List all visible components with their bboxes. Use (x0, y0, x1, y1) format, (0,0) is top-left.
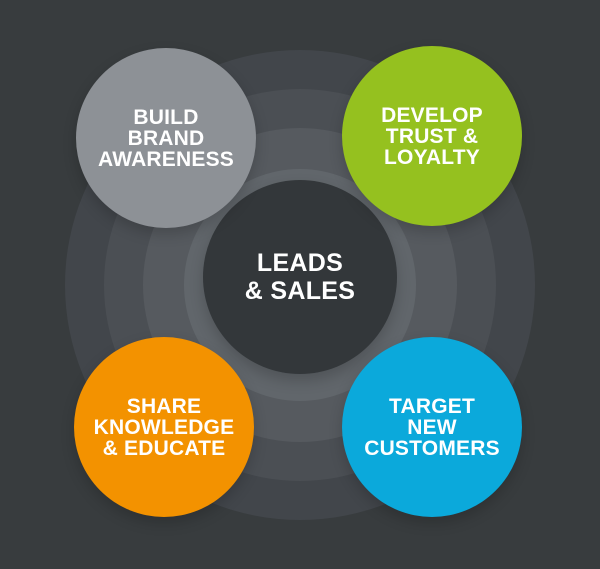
node-label-line: NEW (407, 415, 457, 439)
node-circle-target-new-customers: TARGET NEW CUSTOMERS (342, 337, 522, 517)
node-label-line: LOYALTY (384, 145, 480, 169)
node-label-line: & EDUCATE (102, 436, 226, 460)
hub-label-line: & SALES (244, 277, 356, 305)
hub-label-line: LEADS (256, 249, 344, 277)
node-label-line: SHARE (126, 394, 202, 418)
node-label-line: BUILD (133, 105, 199, 129)
hub-circle-leads-sales: LEADS & SALES (203, 180, 397, 374)
node-circle-build-brand-awareness: BUILD BRAND AWARENESS (76, 48, 256, 228)
node-label-line: BRAND (127, 126, 205, 150)
node-label-line: TRUST & (385, 124, 479, 148)
node-label-line: DEVELOP (381, 103, 483, 127)
node-label-line: AWARENESS (98, 147, 234, 171)
node-circle-share-knowledge-educate: SHARE KNOWLEDGE & EDUCATE (74, 337, 254, 517)
node-label-line: KNOWLEDGE (93, 415, 235, 439)
node-label-line: CUSTOMERS (364, 436, 500, 460)
node-circle-develop-trust-loyalty: DEVELOP TRUST & LOYALTY (342, 46, 522, 226)
node-label-line: TARGET (389, 394, 475, 418)
